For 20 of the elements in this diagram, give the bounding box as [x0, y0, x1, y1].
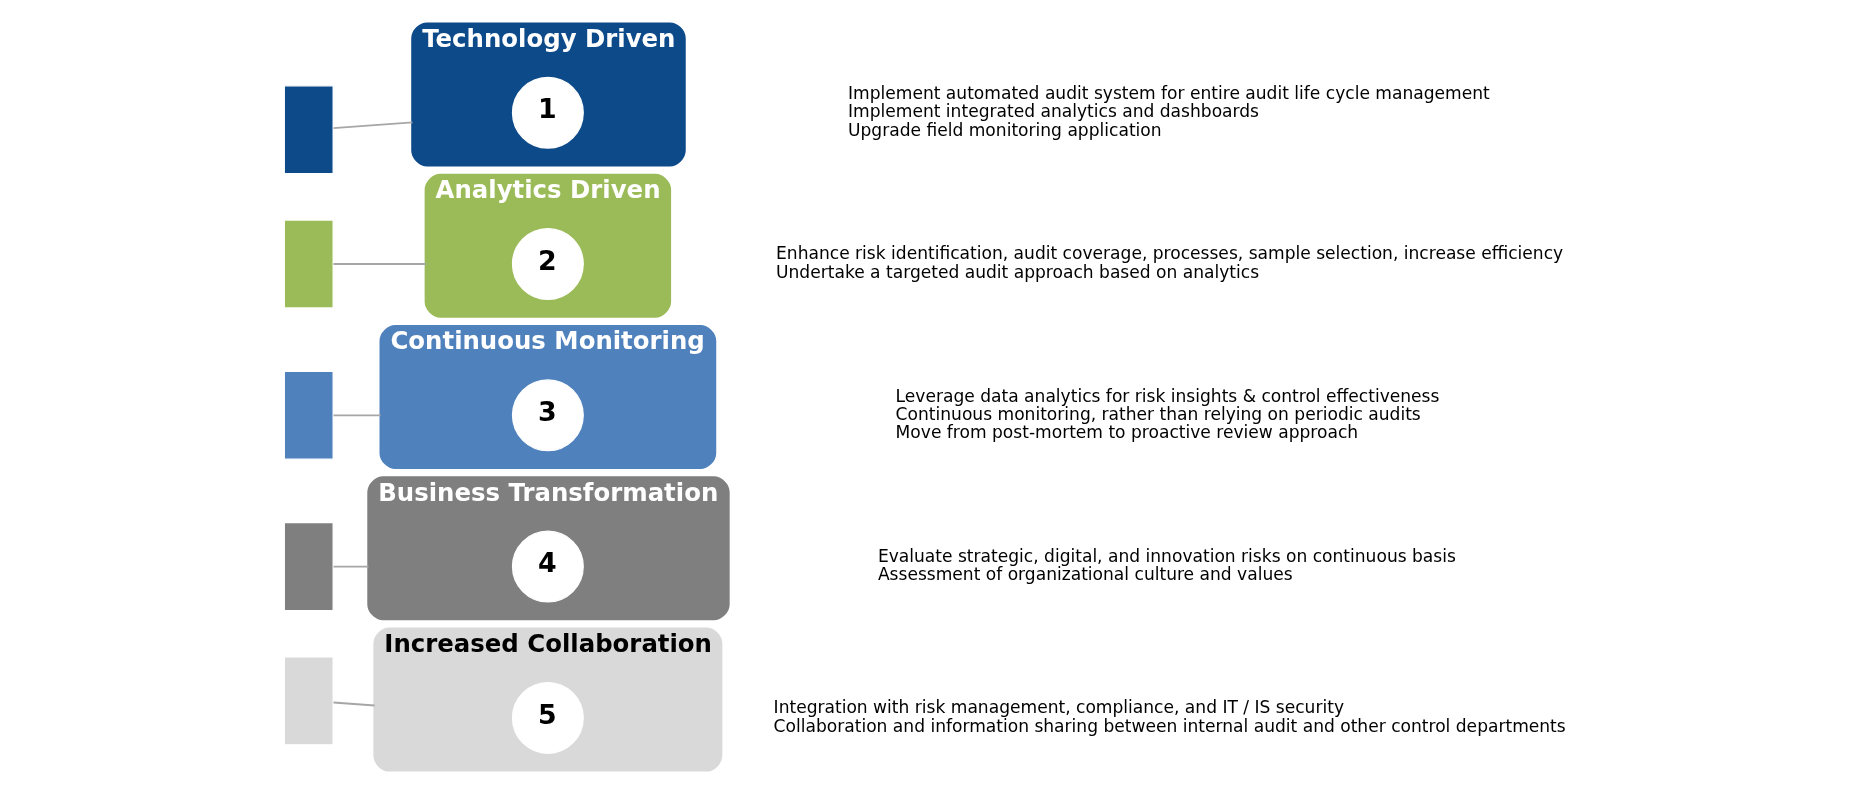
node-circle: 2	[511, 227, 584, 300]
node-bar	[283, 655, 334, 745]
node-circle: 5	[511, 681, 584, 754]
node-label: Implement automated audit system for entire audit life cycle management	[848, 82, 1490, 103]
node-label: Leverage data analytics for risk insights & control effectiveness	[895, 385, 1440, 406]
connector	[332, 565, 370, 567]
connector	[332, 121, 414, 129]
connector	[332, 262, 427, 265]
node-circle: 1	[511, 76, 584, 149]
node-circle: 4	[511, 530, 584, 603]
connector	[332, 413, 382, 416]
node-label: Evaluate strategic, digital, and innovation risks on continuous basis	[877, 545, 1456, 566]
node-bar	[283, 218, 334, 309]
node-bar	[283, 370, 334, 460]
node-bar	[283, 84, 334, 174]
node-label: Enhance risk identification, audit coverage, processes, sample selection, increase efficiency	[776, 242, 1564, 263]
node-circle: 3	[511, 378, 584, 451]
node-label: Integration with risk management, compliance, and IT / IS security	[773, 696, 1345, 717]
node-bar	[283, 521, 334, 611]
connector	[332, 701, 376, 706]
